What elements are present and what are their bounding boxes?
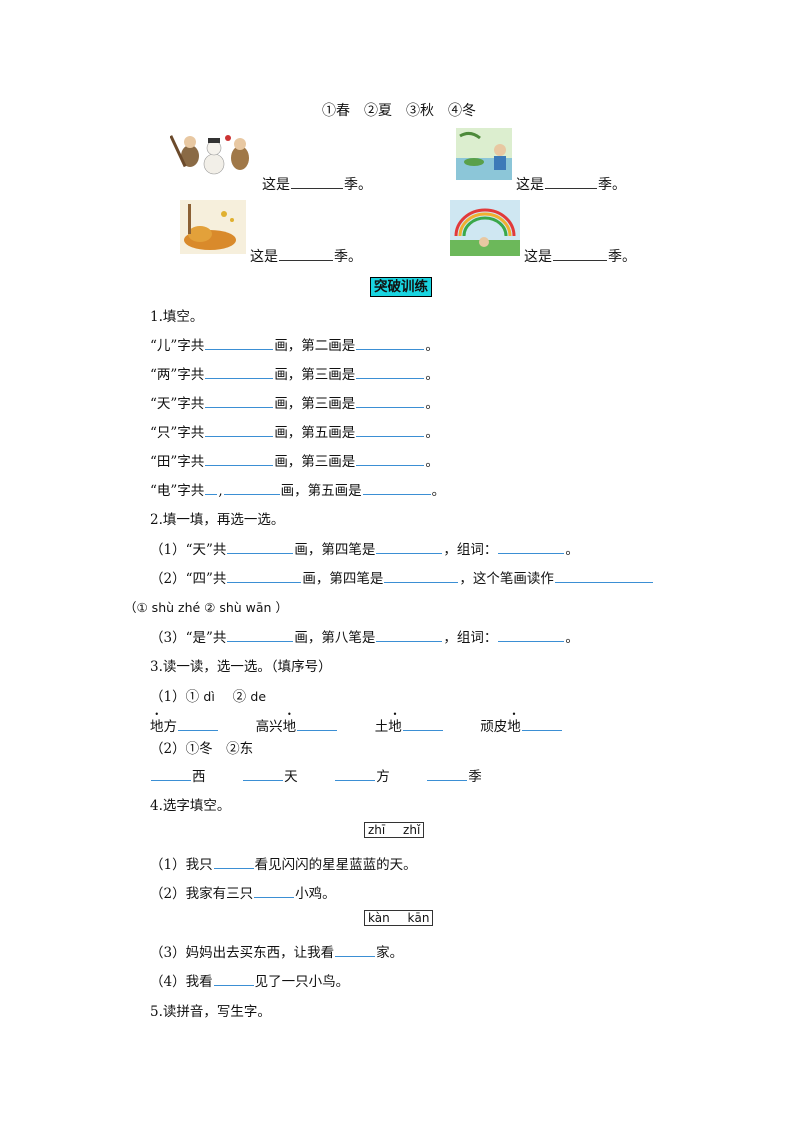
q4-title: 4.选字填空。 <box>150 798 231 814</box>
q3-word-2: 高兴地 <box>256 719 297 735</box>
q3-part1-options: （1）① dì ② de <box>150 689 267 705</box>
q2-item-1: （1）“天”共画，第四笔是，组词：。 <box>150 542 579 558</box>
q1-row-6: “电”字共,画，第五画是。 <box>150 483 446 499</box>
season-item-4: 这是季。 <box>524 249 636 265</box>
season-item-1: 这是季。 <box>262 177 372 193</box>
q3-part2-options: （2）①冬 ②东 <box>150 741 254 757</box>
snowman-picture <box>170 128 254 180</box>
section-title: 突破训练 <box>370 275 432 297</box>
q3-words-1: 地方 高兴地 土地 顽皮地 <box>150 715 563 735</box>
q1-title: 1.填空。 <box>150 309 204 325</box>
season-blank-3[interactable] <box>279 259 333 261</box>
q3-word-4: 顽皮地 <box>480 719 521 735</box>
rainbow-picture <box>450 200 520 256</box>
q1-row-1: “儿”字共画，第二画是。 <box>150 338 439 354</box>
season-item-3: 这是季。 <box>250 249 362 265</box>
q3-title: 3.读一读，选一选。（填序号） <box>150 659 332 675</box>
q1-row-5: “田”字共画，第三画是。 <box>150 454 439 470</box>
q5-title: 5.读拼音，写生字。 <box>150 1004 271 1020</box>
q1-row-3: “天”字共画，第三画是。 <box>150 396 439 412</box>
season-item-2: 这是季。 <box>516 177 626 193</box>
q3-word-1: 地方 <box>150 719 177 735</box>
q2-title: 2.填一填，再选一选。 <box>150 512 285 528</box>
q4-pinyin-box-2: kàn kān <box>364 910 434 926</box>
q2-item-3: （3）“是”共画，第八笔是，组词：。 <box>150 630 579 646</box>
q4-sentence-4: （4）我看见了一只小鸟。 <box>150 974 350 990</box>
season-blank-4[interactable] <box>553 259 607 261</box>
q3-word-3: 土地 <box>375 719 402 735</box>
q4-sentence-3: （3）妈妈出去买东西，让我看家。 <box>150 945 404 961</box>
q1-row-4: “只”字共画，第五画是。 <box>150 425 439 441</box>
seasons-options: ①春 ②夏 ③秋 ④冬 <box>322 103 476 119</box>
season-blank-1[interactable] <box>291 187 343 189</box>
q4-sentence-1: （1）我只看见闪闪的星星蓝蓝的天。 <box>150 857 417 873</box>
autumn-tree-picture <box>180 200 246 254</box>
q2-item-2: （2）“四”共画，第四笔是，这个笔画读作 <box>150 567 654 587</box>
summer-pond-picture <box>456 128 512 180</box>
q2-item-2-options: （① shù zhé ② shù wān ） <box>124 600 288 615</box>
q3-words-2: 西 天 方 季 <box>150 765 482 785</box>
season-blank-2[interactable] <box>545 187 597 189</box>
q1-row-2: “两”字共画，第三画是。 <box>150 367 439 383</box>
q4-sentence-2: （2）我家有三只小鸡。 <box>150 886 336 902</box>
q4-pinyin-box-1: zhī zhǐ <box>364 822 425 838</box>
